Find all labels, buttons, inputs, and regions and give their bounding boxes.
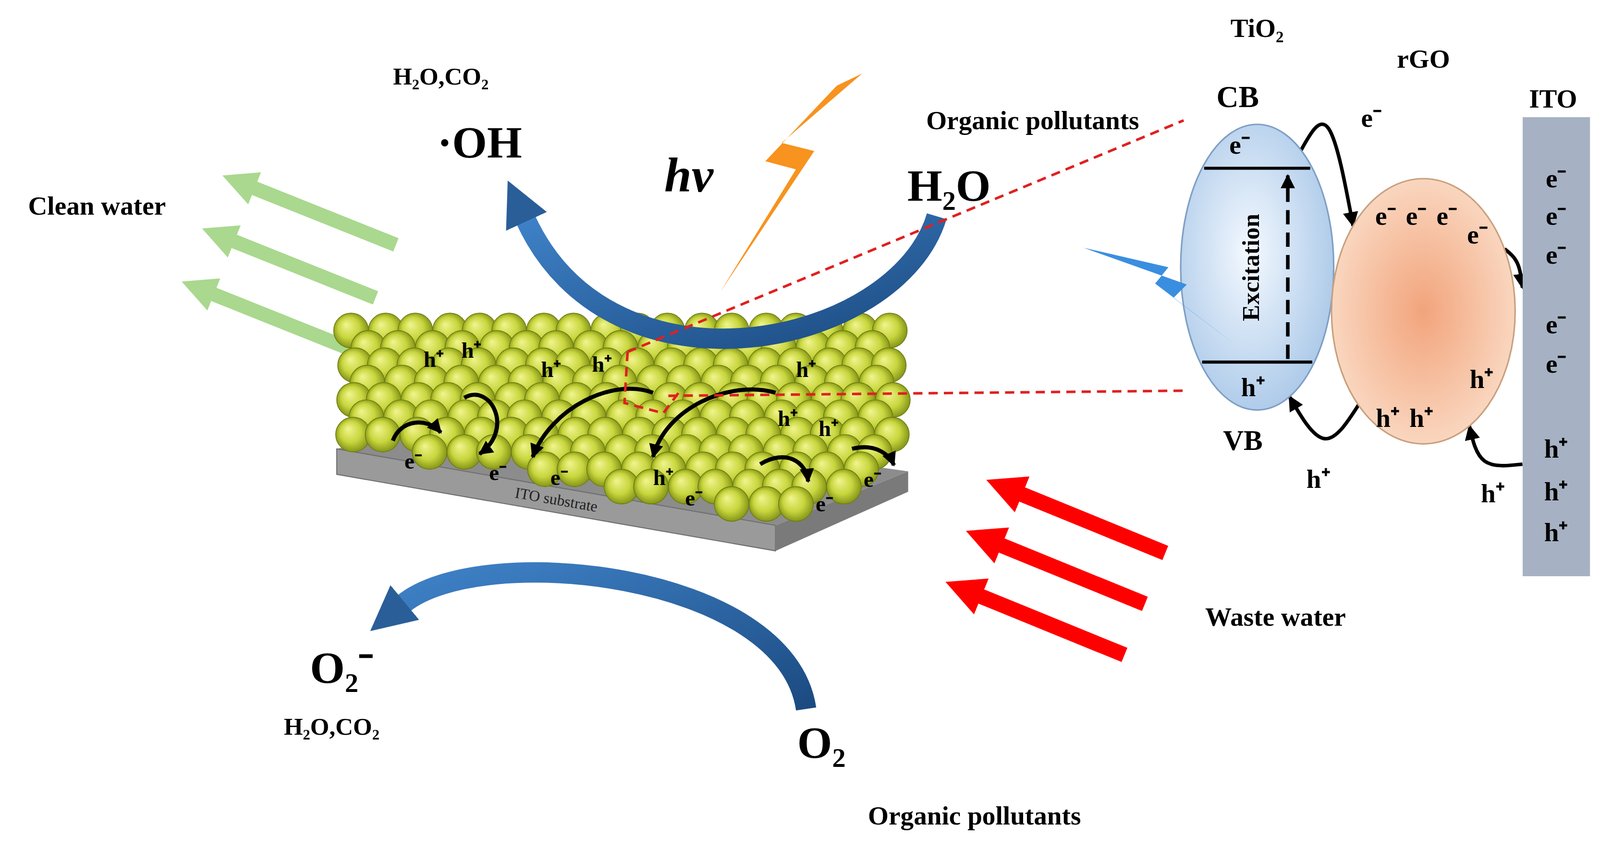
annotation: Waste water bbox=[1205, 604, 1346, 631]
node-heading: rGO bbox=[1396, 46, 1450, 73]
tio2-particle: TiO₂CBe⁻Excitationh⁺VB bbox=[1180, 124, 1334, 411]
transfer-connector bbox=[1469, 426, 1523, 466]
charge-label: e⁻ bbox=[1545, 165, 1567, 192]
oxidation-arrow bbox=[525, 216, 937, 339]
flow-arrow bbox=[232, 240, 376, 298]
transfer-arrow bbox=[760, 457, 809, 482]
charge-label: h⁺ bbox=[1544, 435, 1569, 463]
flow-arrow bbox=[212, 293, 355, 352]
annotation: ·OH bbox=[437, 120, 523, 166]
charge-label: h⁺ bbox=[1469, 366, 1494, 393]
zoom-region bbox=[624, 352, 679, 414]
ito-electrode: ITOe⁻e⁻e⁻e⁻e⁻h⁺h⁺h⁺ bbox=[1522, 117, 1590, 577]
charge-label: e⁻ bbox=[1229, 131, 1251, 159]
dashed-line bbox=[627, 120, 1184, 353]
transfer-arrow bbox=[464, 394, 498, 454]
charge-label: e⁻ bbox=[1466, 221, 1489, 248]
transfer-arrow bbox=[392, 422, 441, 441]
annotation: Clean water bbox=[27, 192, 166, 220]
annotation: H₂O bbox=[907, 163, 991, 208]
charge-label: e⁻ bbox=[550, 466, 569, 489]
flow-arrow bbox=[979, 596, 1125, 656]
excitation-arrow bbox=[1285, 175, 1290, 359]
charge-label: e⁻ bbox=[1405, 203, 1428, 230]
charge-label: h⁺ bbox=[1409, 404, 1434, 432]
dashed-line bbox=[668, 390, 1184, 397]
transfer-arrow bbox=[852, 447, 894, 465]
flow-arrow bbox=[1020, 493, 1166, 553]
reduction-arrow bbox=[403, 572, 807, 709]
charge-label: h⁺ bbox=[461, 338, 482, 362]
charge-label: e⁻ bbox=[684, 486, 703, 510]
charge-label: h⁺ bbox=[591, 353, 612, 376]
charge-label: h⁺ bbox=[1241, 374, 1266, 402]
nanoparticle bbox=[714, 486, 749, 522]
electrode-bar bbox=[1522, 117, 1590, 577]
clean-water-arrows bbox=[212, 187, 396, 352]
charge-label: h⁺ bbox=[1305, 465, 1332, 494]
slab-front bbox=[336, 449, 776, 551]
annotation: Organic pollutants bbox=[867, 803, 1081, 830]
charge-label: e⁻ bbox=[1545, 241, 1567, 269]
transfer-arrow bbox=[532, 389, 654, 458]
flow-arrow bbox=[1000, 544, 1146, 604]
flow-arrow bbox=[253, 187, 396, 245]
node-heading: TiO₂ bbox=[1230, 15, 1284, 42]
zoom-lines bbox=[624, 120, 1184, 414]
process-label: Excitation bbox=[1238, 213, 1264, 322]
ito-substrate-slab bbox=[336, 413, 909, 551]
tio2-nanoparticles bbox=[333, 313, 911, 522]
valence-band bbox=[1201, 360, 1312, 364]
particle-outline bbox=[1331, 178, 1515, 444]
charge-label: h⁺ bbox=[540, 358, 562, 381]
charge-label: e⁻ bbox=[488, 461, 507, 484]
charge-label: e⁻ bbox=[1375, 203, 1397, 230]
band-label: CB bbox=[1216, 81, 1260, 113]
charge-label: h⁺ bbox=[423, 347, 444, 371]
charge-label: h⁺ bbox=[1375, 404, 1400, 432]
charge-label: e⁻ bbox=[1359, 104, 1384, 133]
charge-transfer-arrows bbox=[392, 389, 894, 482]
charge-label: h⁺ bbox=[653, 466, 674, 489]
charge-label: e⁻ bbox=[1436, 203, 1458, 230]
node-heading: ITO bbox=[1528, 85, 1577, 112]
light-bolt bbox=[1083, 247, 1233, 343]
charge-label: e⁻ bbox=[1545, 311, 1567, 338]
particle-outline bbox=[1180, 124, 1334, 411]
charge-label: h⁺ bbox=[795, 358, 817, 381]
annotation: Organic pollutants bbox=[926, 107, 1139, 134]
charge-label: e⁻ bbox=[815, 492, 834, 516]
annotation: H₂O,CO₂ bbox=[283, 714, 380, 739]
conduction-band bbox=[1204, 166, 1311, 170]
charge-label: e⁻ bbox=[1545, 351, 1567, 378]
charge-label: e⁻ bbox=[863, 468, 882, 491]
annotation: O₂⁻ bbox=[309, 646, 374, 691]
charge-label: e⁻ bbox=[1545, 203, 1567, 230]
transfer-arrow bbox=[653, 389, 776, 458]
nanoparticle bbox=[778, 486, 814, 522]
charge-label: h⁺ bbox=[1544, 519, 1569, 546]
annotation: H₂O,CO₂ bbox=[392, 64, 489, 89]
charge-label: h⁺ bbox=[1544, 478, 1569, 505]
charge-label: h⁺ bbox=[777, 407, 798, 430]
annotation: O₂ bbox=[797, 720, 846, 766]
charge-label: h⁺ bbox=[1479, 480, 1507, 508]
light-bolt bbox=[720, 73, 863, 293]
annotation: hv bbox=[664, 150, 714, 200]
waste-water-arrows bbox=[979, 493, 1166, 656]
annotation: ITO substrate bbox=[513, 485, 599, 515]
charge-label: h⁺ bbox=[818, 417, 839, 440]
band-label: VB bbox=[1222, 426, 1263, 455]
charge-label: e⁻ bbox=[404, 450, 423, 473]
transfer-connector bbox=[1289, 396, 1359, 440]
rgo-sheet: rGOe⁻e⁻e⁻e⁻h⁺h⁺h⁺ bbox=[1331, 178, 1515, 444]
